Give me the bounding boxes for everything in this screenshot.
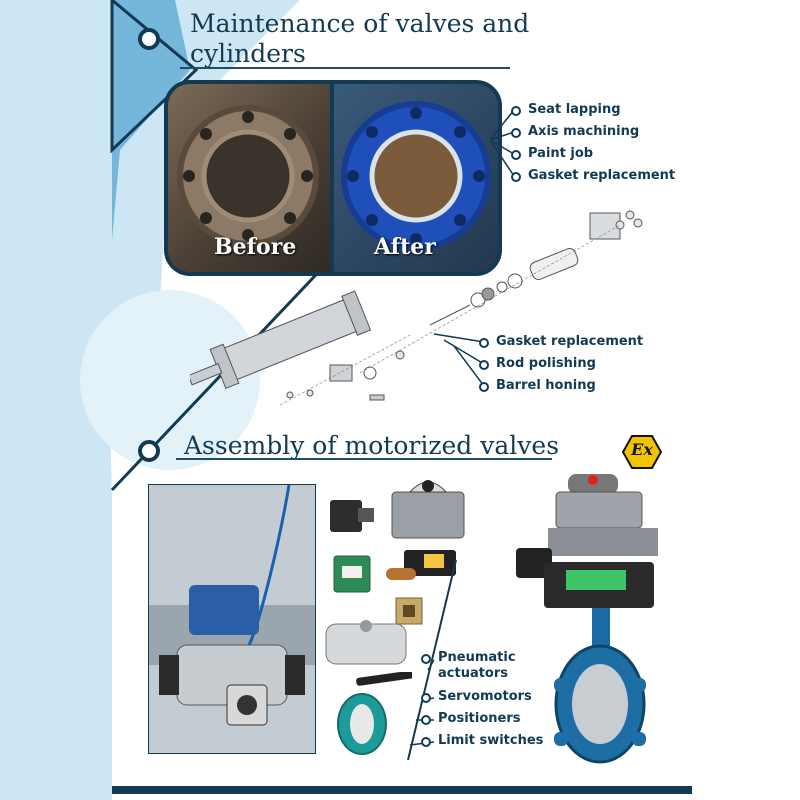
cylinder-item-rod-polishing: Rod polishing [496,356,596,371]
bullet-dot [421,693,431,703]
pneumatic-actuator-image [325,620,407,665]
bullet-dot [511,106,521,116]
heading-marker [138,440,160,462]
heading-marker [138,28,160,50]
component-item-limit-switches: Limit switches [438,733,544,748]
heading-underline [180,67,510,69]
valve-item-gasket-replacement: Gasket replacement [528,168,676,183]
square-adapter-image [395,597,423,625]
solenoid-coil-image [333,555,371,593]
valve-bracket-lines [490,109,515,177]
atex-ex-icon [622,435,662,469]
motorized-butterfly-valve-image [516,474,658,764]
bullet-dot [421,715,431,725]
section1-title-line2: cylinders [190,39,306,68]
valve-item-paint-job: Paint job [528,146,594,161]
before-after-photo-frame: Before After [164,80,502,276]
solenoid-valve-image [386,550,456,580]
component-item-servomotors: Servomotors [438,689,532,704]
valve-item-seat-lapping: Seat lapping [528,102,621,117]
atex-ex-label: Ex [631,440,653,459]
bullet-dot [511,128,521,138]
component-item-pneumatic: Pneumatic [438,650,516,665]
bullet-dot [511,150,521,160]
cylinder-item-gasket-replacement: Gasket replacement [496,334,644,349]
cylinder-exploded-drawing [190,210,643,406]
butterfly-valve-image [337,672,412,755]
component-item-actuators: actuators [438,666,509,681]
before-caption: Before [214,234,297,260]
bullet-dot [479,360,489,370]
heading-underline [176,458,552,460]
cylinder-bracket-lines [433,333,485,387]
after-photo: After [334,84,498,272]
bullet-dot [479,338,489,348]
section1-title-line1: Maintenance of valves and [190,9,530,38]
valve-item-axis-machining: Axis machining [528,124,640,139]
limit-switch-box-image [391,480,465,539]
solenoid-connector-image [330,500,374,532]
bullet-dot [511,172,521,182]
cylinder-item-barrel-honing: Barrel honing [496,378,596,393]
bullet-dot [421,654,431,664]
bullet-dot [479,382,489,392]
bullet-dot [421,737,431,747]
section2-title: Assembly of motorized valves [184,431,560,460]
assembled-valve-photo [148,484,316,754]
component-item-positioners: Positioners [438,711,521,726]
before-photo: Before [168,84,330,272]
after-caption: After [374,234,436,260]
